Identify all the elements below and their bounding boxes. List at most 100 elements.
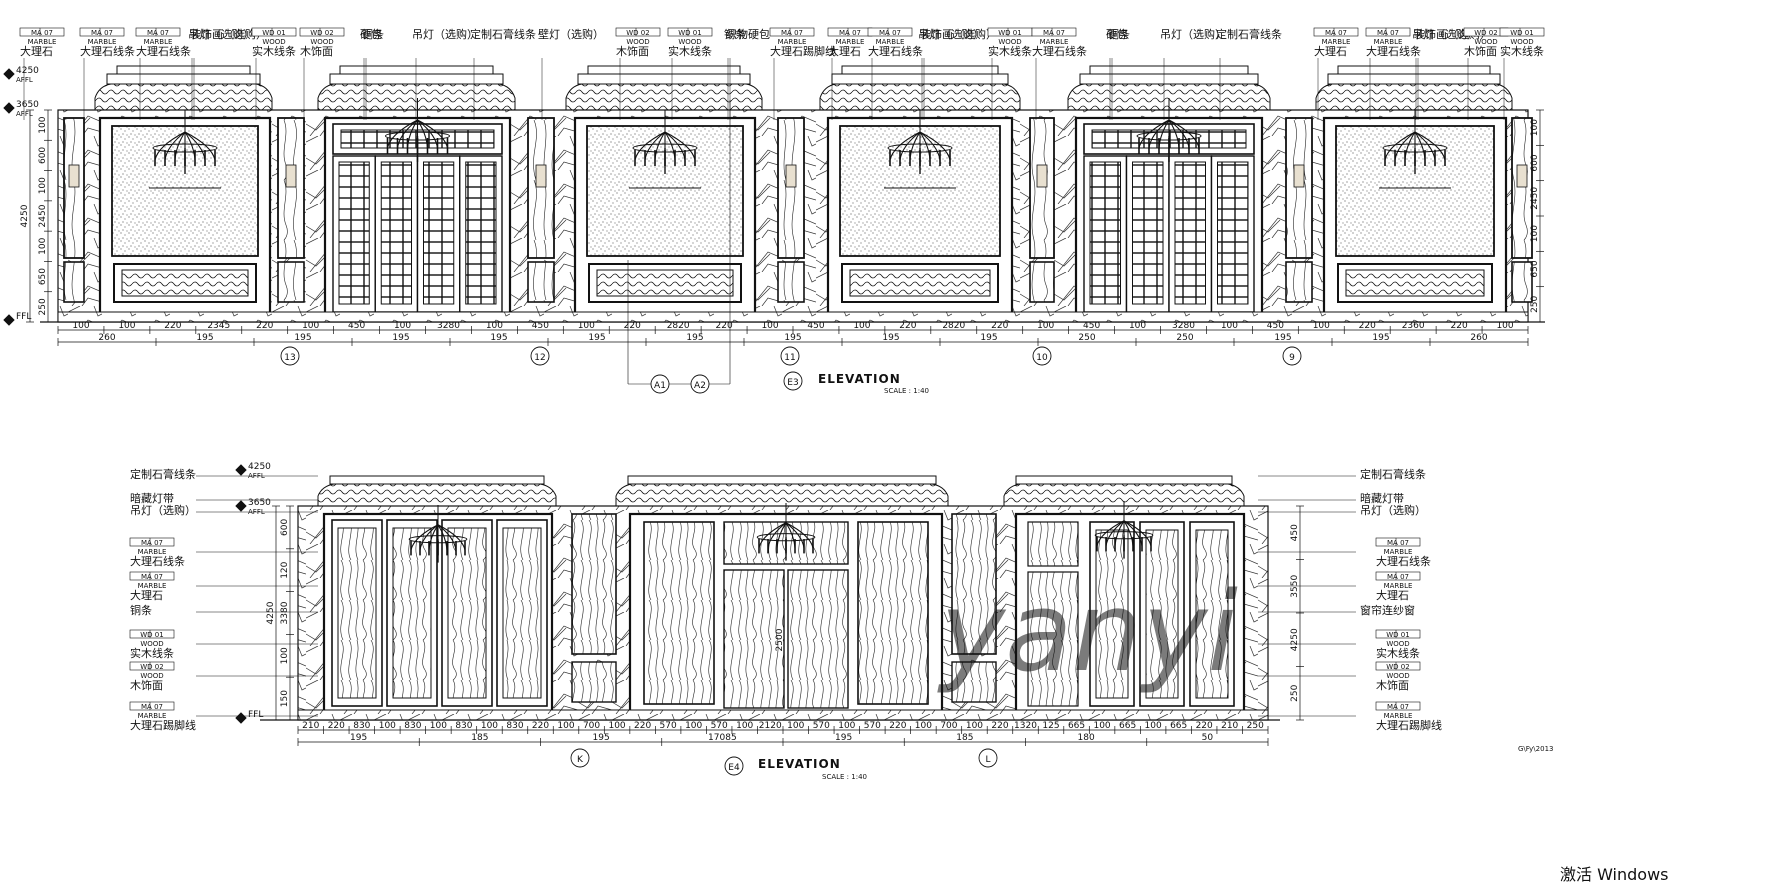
bottom-dim-row1-value: 210 xyxy=(302,721,319,731)
top-label-note: 吊灯（选购） xyxy=(1412,27,1478,41)
detail-ref-circle xyxy=(690,374,710,394)
top-label-material-cn: 大理石线条 xyxy=(136,44,191,58)
top-label-code-box xyxy=(135,27,181,37)
material-callout: 定制石膏线条 xyxy=(470,27,536,120)
bottom-dim-row1-value: 3280 xyxy=(437,321,460,331)
left-total-height-value: 4250 xyxy=(20,204,30,227)
left-callout: 暗藏灯带 xyxy=(130,491,318,505)
top-label-material-cn: 大理石线条 xyxy=(80,44,135,58)
top-label-note: 铜条 xyxy=(362,27,384,41)
door-glass-grille xyxy=(1089,161,1121,305)
wall-sconce-icon xyxy=(285,164,297,188)
bottom-dim-row1-value: 100 xyxy=(838,721,855,731)
left-height-dim-value: 250 xyxy=(38,298,48,315)
top-label-material-en: MARBLE xyxy=(144,38,173,46)
top-label-material-cn: 大理石踢脚线 xyxy=(770,44,836,58)
pilaster-wood-panel xyxy=(1285,117,1313,259)
level-ffl-marker-icon xyxy=(235,712,247,724)
top-label-code: MA 07 xyxy=(781,29,803,37)
top-label-material-cn: 大理石 xyxy=(1314,44,1347,58)
material-callout: 装饰画（选购） xyxy=(920,27,997,120)
right-label-code: WD 02 xyxy=(1386,663,1409,671)
right-label-material-cn: 大理石踢脚线 xyxy=(1376,718,1442,732)
bottom-dim-row1-value: 2120 xyxy=(759,721,782,731)
left-callout: 铜条 xyxy=(130,603,318,617)
bottom-dim-row1-value: 220 xyxy=(716,321,733,331)
bay-code-circle xyxy=(570,748,590,768)
top-label-material-en: WOOD xyxy=(998,38,1021,46)
top-label-code-box xyxy=(1031,27,1077,37)
top-label-material-en: WOOD xyxy=(310,38,333,46)
bottom-dim-row1-value: 220 xyxy=(256,321,273,331)
section-tag: E3 xyxy=(787,378,798,388)
pilaster-lower-panel xyxy=(777,261,805,303)
left-label-material-cn: 大理石线条 xyxy=(130,554,185,568)
bay-code: 10 xyxy=(1036,353,1048,363)
left-label-code-box xyxy=(129,661,175,671)
bottom-dim-row1-value: 450 xyxy=(532,321,549,331)
detail-ref: A2 xyxy=(694,381,706,391)
level-4250-unit: AFFL xyxy=(16,76,33,84)
door-glass-grille xyxy=(1132,161,1164,305)
pilaster-lower-panel xyxy=(1029,261,1055,303)
wall-sconce-icon xyxy=(1516,164,1528,188)
right-height-dim-value: 3550 xyxy=(1290,575,1300,598)
side-wood-panel xyxy=(857,521,929,705)
bottom-dim-row1-value: 220 xyxy=(1451,321,1468,331)
bottom-dim-row1-value: 100 xyxy=(787,721,804,731)
right-label-code: MA 07 xyxy=(1387,573,1409,581)
level-ffl-marker-icon xyxy=(3,314,15,326)
left-label-code-box xyxy=(129,629,175,639)
drawing-ref: G\Fy\2013 xyxy=(1518,745,1553,753)
right-height-dim-value: 4250 xyxy=(1290,628,1300,651)
left-height-dim-value: 2450 xyxy=(38,204,48,227)
bottom-dim-row1-value: 100 xyxy=(608,721,625,731)
lower-panel-inner xyxy=(1345,269,1485,297)
bay-code: 9 xyxy=(1289,353,1295,363)
top-label-code: WD 01 xyxy=(262,29,285,37)
right-height-dim-value: 600 xyxy=(1530,154,1540,171)
pilaster-lower-panel xyxy=(1511,261,1533,303)
bottom-dim-row1-value: 125 xyxy=(1042,721,1059,731)
bottom-dim-row1-value: 450 xyxy=(1267,321,1284,331)
bottom-dim-row1-value: 100 xyxy=(430,721,447,731)
top-label-material-en: MARBLE xyxy=(28,38,57,46)
top-label-material-en: MARBLE xyxy=(1322,38,1351,46)
bottom-dim-row1-value: 100 xyxy=(379,721,396,731)
right-callout: 窗帘连纱窗 xyxy=(1258,603,1415,617)
left-label-code-box xyxy=(129,701,175,711)
top-label-code: WD 02 xyxy=(310,29,333,37)
left-callout: 定制石膏线条 xyxy=(130,467,318,481)
level-4250-value: 4250 xyxy=(16,66,39,76)
right-label-code-box xyxy=(1375,629,1421,639)
top-label-code: WD 01 xyxy=(998,29,1021,37)
bay-code: K xyxy=(577,755,584,765)
bottom-dim-row1-value: 830 xyxy=(353,721,370,731)
cornice-band xyxy=(106,73,261,85)
pilaster-lower-panel xyxy=(527,261,555,303)
cornice xyxy=(565,83,763,110)
top-label-code-box xyxy=(19,27,65,37)
bottom-dim-row2-value: 250 xyxy=(1078,333,1095,343)
bottom-dim-row1-value: 450 xyxy=(807,321,824,331)
bottom-dim-row1-value: 2360 xyxy=(1402,321,1425,331)
material-callout: 铜条 xyxy=(1108,27,1130,120)
bottom-dim-row2-value: 195 xyxy=(686,333,703,343)
left-label-note: 定制石膏线条 xyxy=(130,467,196,481)
bottom-dim-row2-value: 195 xyxy=(350,733,367,743)
door-glass-grille xyxy=(338,161,370,305)
top-label-material-cn: 大理石 xyxy=(20,44,53,58)
wall-sconce-icon xyxy=(1293,164,1305,188)
bottom-dim-row2-value: 260 xyxy=(1470,333,1487,343)
top-label-note: 装饰画（选购） xyxy=(190,27,267,41)
chandelier-icon xyxy=(1382,110,1448,174)
cornice-band xyxy=(1079,73,1259,85)
right-label-material-en: WOOD xyxy=(1386,640,1409,648)
material-callout: 硬包 xyxy=(360,28,382,120)
